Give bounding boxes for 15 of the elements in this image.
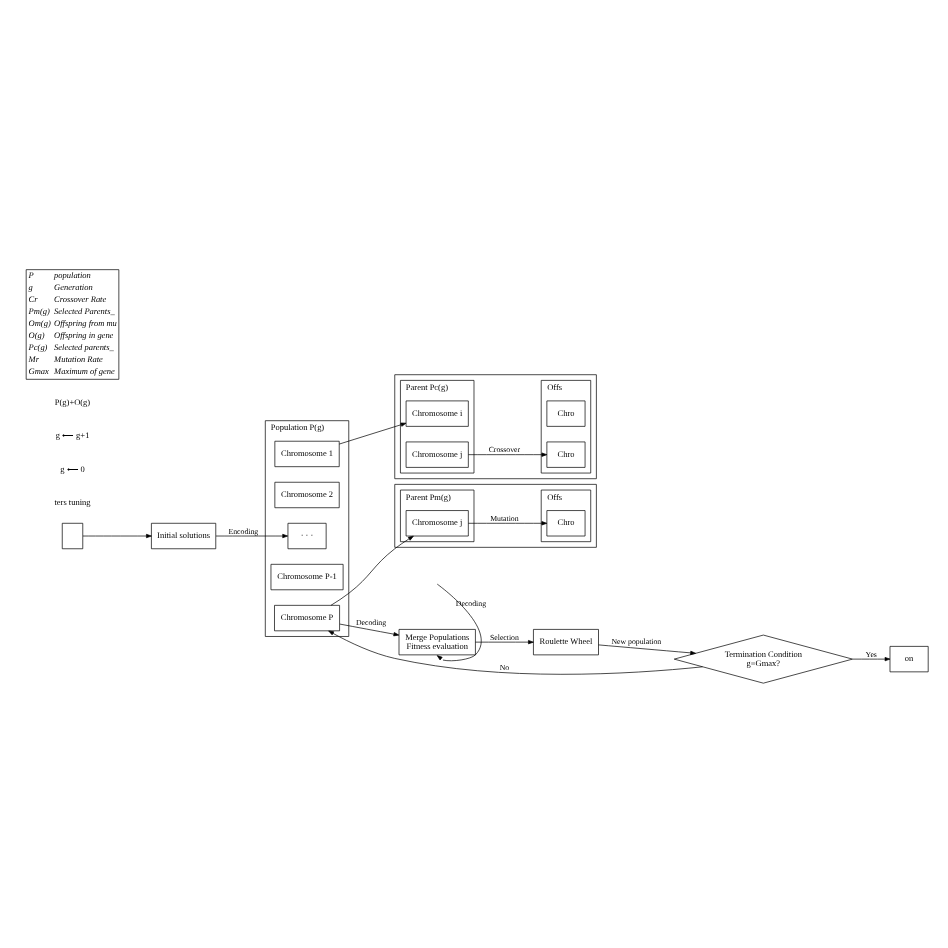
arrow [215, 532, 288, 538]
cluster [394, 373, 597, 479]
arrow [475, 639, 534, 644]
arrow [436, 582, 482, 661]
arrow [339, 622, 400, 636]
arrow [330, 534, 414, 605]
arrow [82, 532, 152, 538]
arrow [468, 451, 548, 456]
arrow [598, 643, 696, 654]
node-box [61, 521, 84, 549]
arrow [468, 520, 548, 525]
arrow [852, 656, 891, 661]
arrow [328, 629, 703, 674]
cluster [394, 483, 597, 547]
arrow [338, 421, 407, 444]
